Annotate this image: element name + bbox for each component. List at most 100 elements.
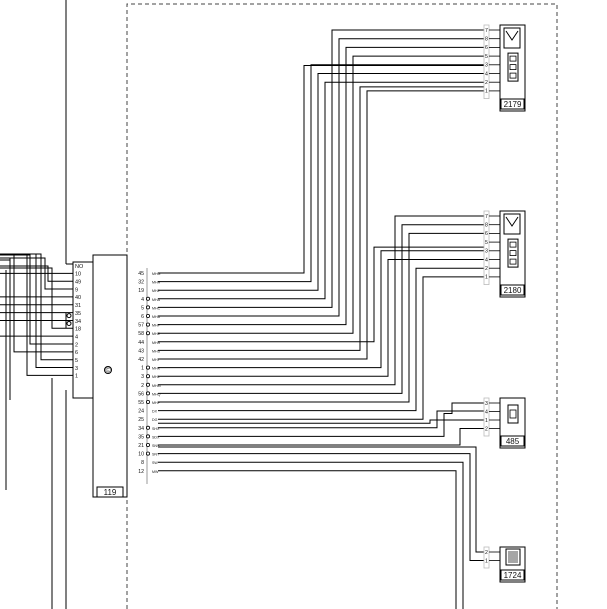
right-wire xyxy=(158,86,484,351)
main-unit-symbol: © xyxy=(105,367,111,375)
right-pin-signal: MHM xyxy=(152,384,161,388)
right-pin-signal: MHR xyxy=(152,341,161,345)
socket-terminal-icon xyxy=(509,409,517,419)
right-pin-number: 43 xyxy=(138,348,144,354)
right-pin-signal: MHA xyxy=(152,298,161,302)
twisted-pair-mark xyxy=(145,434,150,439)
socket-terminal-icon xyxy=(509,72,517,79)
left-pin-label: 6 xyxy=(75,350,78,356)
right-wire xyxy=(158,38,484,317)
connector-pin-strip xyxy=(483,210,490,285)
connector-pin-label: 2 xyxy=(485,80,488,86)
right-pin-number: 19 xyxy=(138,288,144,294)
twisted-pair-mark xyxy=(145,382,150,387)
connector-label-box xyxy=(500,284,525,296)
right-pin-number: 56 xyxy=(138,391,144,397)
right-pin-signal: SNT xyxy=(152,453,160,457)
right-wire xyxy=(158,259,484,377)
twisted-pair-mark xyxy=(145,391,150,396)
twisted-pair-mark xyxy=(145,399,150,404)
connector-pin-label: 3 xyxy=(485,249,488,255)
left-wire xyxy=(0,258,11,400)
right-pin-number: 2 xyxy=(141,383,144,389)
right-pin-number: 25 xyxy=(138,417,144,423)
left-pin-label: 3 xyxy=(75,366,78,372)
right-pin-number: 6 xyxy=(141,314,144,320)
right-wire xyxy=(158,29,484,308)
right-wire xyxy=(158,470,457,609)
twisted-pair-mark xyxy=(145,313,150,318)
right-pin-number: 1 xyxy=(141,366,144,372)
right-pin-number: 45 xyxy=(138,271,144,277)
twisted-pair-mark xyxy=(145,425,150,430)
connector-pin-label: 2 xyxy=(485,426,488,432)
twisted-pair-mark xyxy=(66,313,72,319)
right-pin-number: 5 xyxy=(141,305,144,311)
connector-pin-label: 1 xyxy=(485,418,488,424)
right-pin-number: 34 xyxy=(138,426,144,432)
left-wire xyxy=(0,253,73,376)
right-pin-number: 24 xyxy=(138,409,144,415)
connector-pin-label: 5 xyxy=(485,54,488,60)
left-pin-label: 49 xyxy=(75,280,81,286)
socket-terminal-icon xyxy=(509,64,517,70)
right-wire xyxy=(158,402,484,437)
twisted-pair-mark xyxy=(145,296,150,301)
right-wire xyxy=(158,232,484,403)
connector-label-box xyxy=(500,98,525,110)
left-pin-label: NO xyxy=(75,264,84,270)
connector-pin-strip xyxy=(483,24,490,99)
right-pin-number: 57 xyxy=(138,323,144,329)
right-wire xyxy=(158,410,484,429)
left-pin-label: 34 xyxy=(75,319,81,325)
left-wires xyxy=(0,253,73,490)
right-pin-number: 21 xyxy=(138,443,144,449)
right-pin-number: 8 xyxy=(141,460,144,466)
twisted-pair-mark xyxy=(145,331,150,336)
connector-label: 2179 xyxy=(504,100,522,109)
right-wire xyxy=(158,90,484,360)
left-pin-label: 31 xyxy=(75,303,81,309)
right-pin-signal: MHK xyxy=(152,367,161,371)
left-wire xyxy=(0,257,73,290)
twisted-pair-mark xyxy=(145,322,150,327)
right-pin-number: 4 xyxy=(141,297,144,303)
right-wire xyxy=(158,55,484,334)
left-pin-label: 40 xyxy=(75,295,81,301)
right-pin-signal: MHD xyxy=(152,315,161,319)
right-pin-number: 32 xyxy=(138,280,144,286)
twisted-pair-mark xyxy=(145,442,150,447)
relay-contact-icon xyxy=(505,216,519,227)
right-wire xyxy=(158,461,464,609)
connector-pin-label: 1 xyxy=(485,275,488,281)
connector-pin-label: 1 xyxy=(485,558,488,564)
right-wire xyxy=(158,224,484,394)
main-unit-body xyxy=(92,254,128,498)
right-pin-signal: MHC xyxy=(152,306,161,310)
left-wire xyxy=(0,253,73,369)
connector-pin-strip xyxy=(483,546,490,569)
right-pin-number: 42 xyxy=(138,357,144,363)
connector-pin-label: 3 xyxy=(485,401,488,407)
right-pin-signal: SHX xyxy=(152,427,160,431)
right-pin-signal: MHE xyxy=(152,332,161,336)
connector-label-box xyxy=(500,569,525,581)
right-pin-signal: MHP xyxy=(152,401,161,405)
left-pin-label: 2 xyxy=(75,342,78,348)
connector-pin-label: 2 xyxy=(485,550,488,556)
right-pin-number: 35 xyxy=(138,434,144,440)
right-wire xyxy=(158,65,484,274)
right-pin-number: 10 xyxy=(138,452,144,458)
socket-terminal-icon xyxy=(509,250,517,257)
right-wire xyxy=(158,250,484,369)
right-pin-signal: MHH xyxy=(152,281,161,285)
twisted-pair-mark xyxy=(145,305,150,310)
right-wire xyxy=(158,81,484,300)
socket-terminal-icon xyxy=(509,55,517,62)
right-wire xyxy=(158,64,484,283)
right-pin-signal: MHS xyxy=(152,349,161,353)
connector-pin-label: 5 xyxy=(485,240,488,246)
